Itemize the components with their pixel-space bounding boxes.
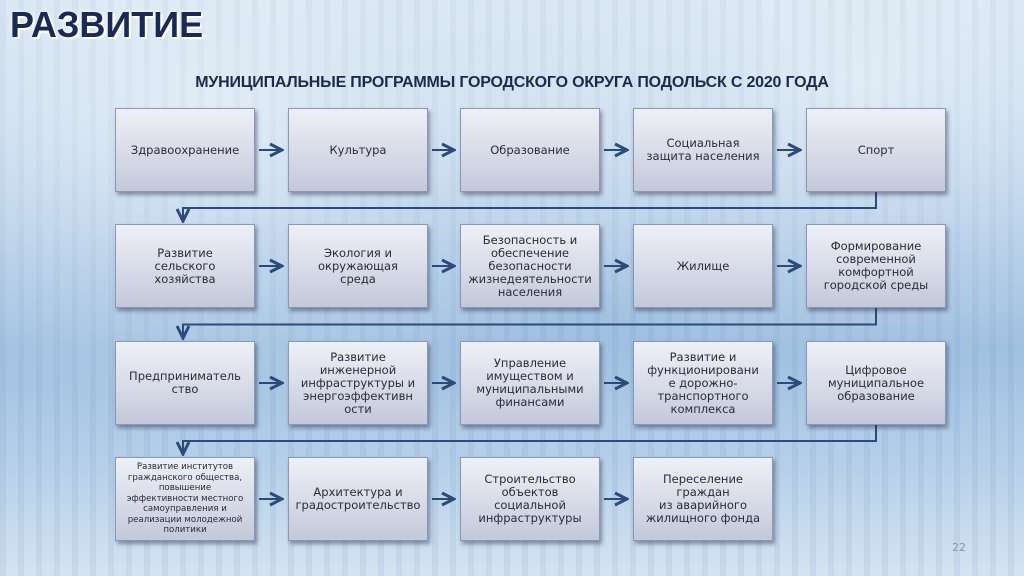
arrow-wrap	[183, 192, 877, 221]
page-number: 22	[952, 541, 966, 554]
arrow-wrap	[183, 308, 877, 338]
program-box: Спорт	[806, 108, 946, 192]
program-box: Управление имуществом и муниципальными ф…	[460, 341, 600, 425]
program-box: Предприниматель ство	[115, 341, 255, 425]
program-box: Развитие и функционировани е дорожно- тр…	[633, 341, 773, 425]
program-box: Развитие сельского хозяйства	[115, 224, 255, 308]
slide-title: РАЗВИТИЕ	[10, 4, 204, 45]
program-box: Цифровое муниципальное образование	[806, 341, 946, 425]
program-box: Здравоохранение	[115, 108, 255, 192]
program-box: Развитие институтов гражданского обществ…	[115, 457, 255, 541]
program-box: Образование	[460, 108, 600, 192]
program-box: Строительство объектов социальной инфрас…	[460, 457, 600, 541]
program-box: Культура	[288, 108, 428, 192]
arrow-wrap	[183, 425, 877, 454]
program-box: Экология и окружающая среда	[288, 224, 428, 308]
program-box: Безопасность и обеспечение безопасности …	[460, 224, 600, 308]
program-box: Переселение граждан из аварийного жилищн…	[633, 457, 773, 541]
slide-subtitle: МУНИЦИПАЛЬНЫЕ ПРОГРАММЫ ГОРОДСКОГО ОКРУГ…	[195, 74, 829, 91]
program-box: Архитектура и градостроительство	[288, 457, 428, 541]
program-box: Жилище	[633, 224, 773, 308]
program-box: Развитие инженерной инфраструктуры и эне…	[288, 341, 428, 425]
program-box: Социальная защита населения	[633, 108, 773, 192]
program-box: Формирование современной комфортной горо…	[806, 224, 946, 308]
